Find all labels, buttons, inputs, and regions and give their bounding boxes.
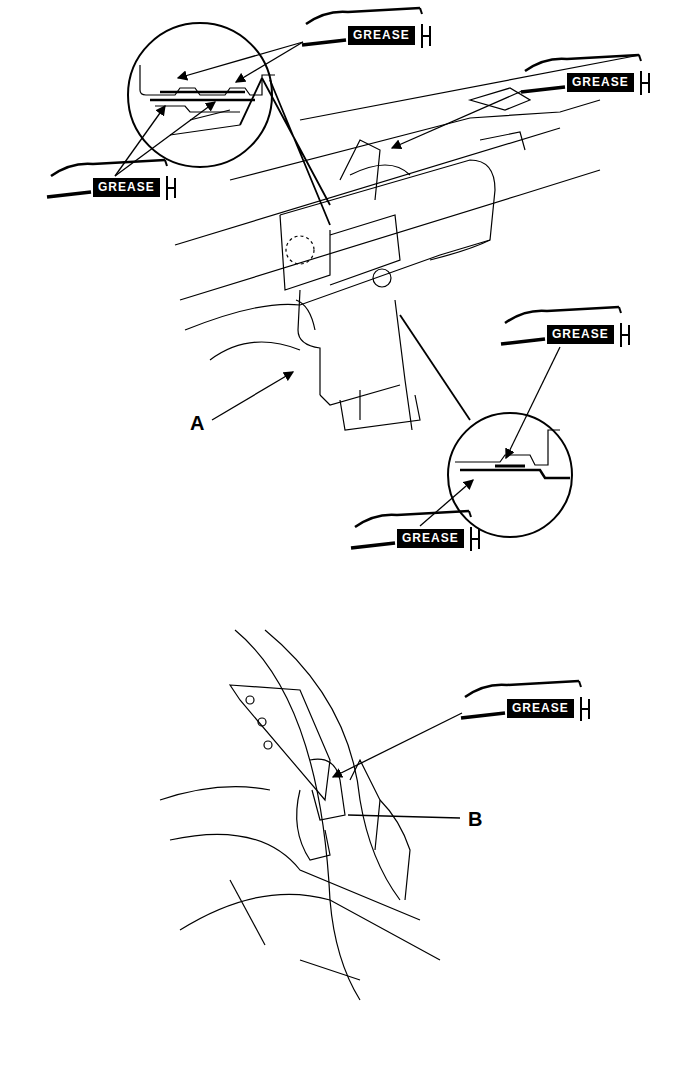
grease-tag: GREASE xyxy=(93,178,160,197)
part-label: B xyxy=(468,808,482,831)
grease-text: GREASE xyxy=(552,327,609,341)
grease-text: GREASE xyxy=(98,180,155,194)
grease-text: GREASE xyxy=(353,28,410,42)
part-label: A xyxy=(190,412,204,435)
grease-tag: GREASE xyxy=(348,26,415,45)
grease-text: GREASE xyxy=(572,75,629,89)
grease-tag: GREASE xyxy=(397,529,464,548)
grease-text: GREASE xyxy=(512,701,569,715)
grease-tag: GREASE xyxy=(507,699,574,718)
grease-text: GREASE xyxy=(402,531,459,545)
grease-tag: GREASE xyxy=(567,73,634,92)
grease-tag: GREASE xyxy=(547,325,614,344)
